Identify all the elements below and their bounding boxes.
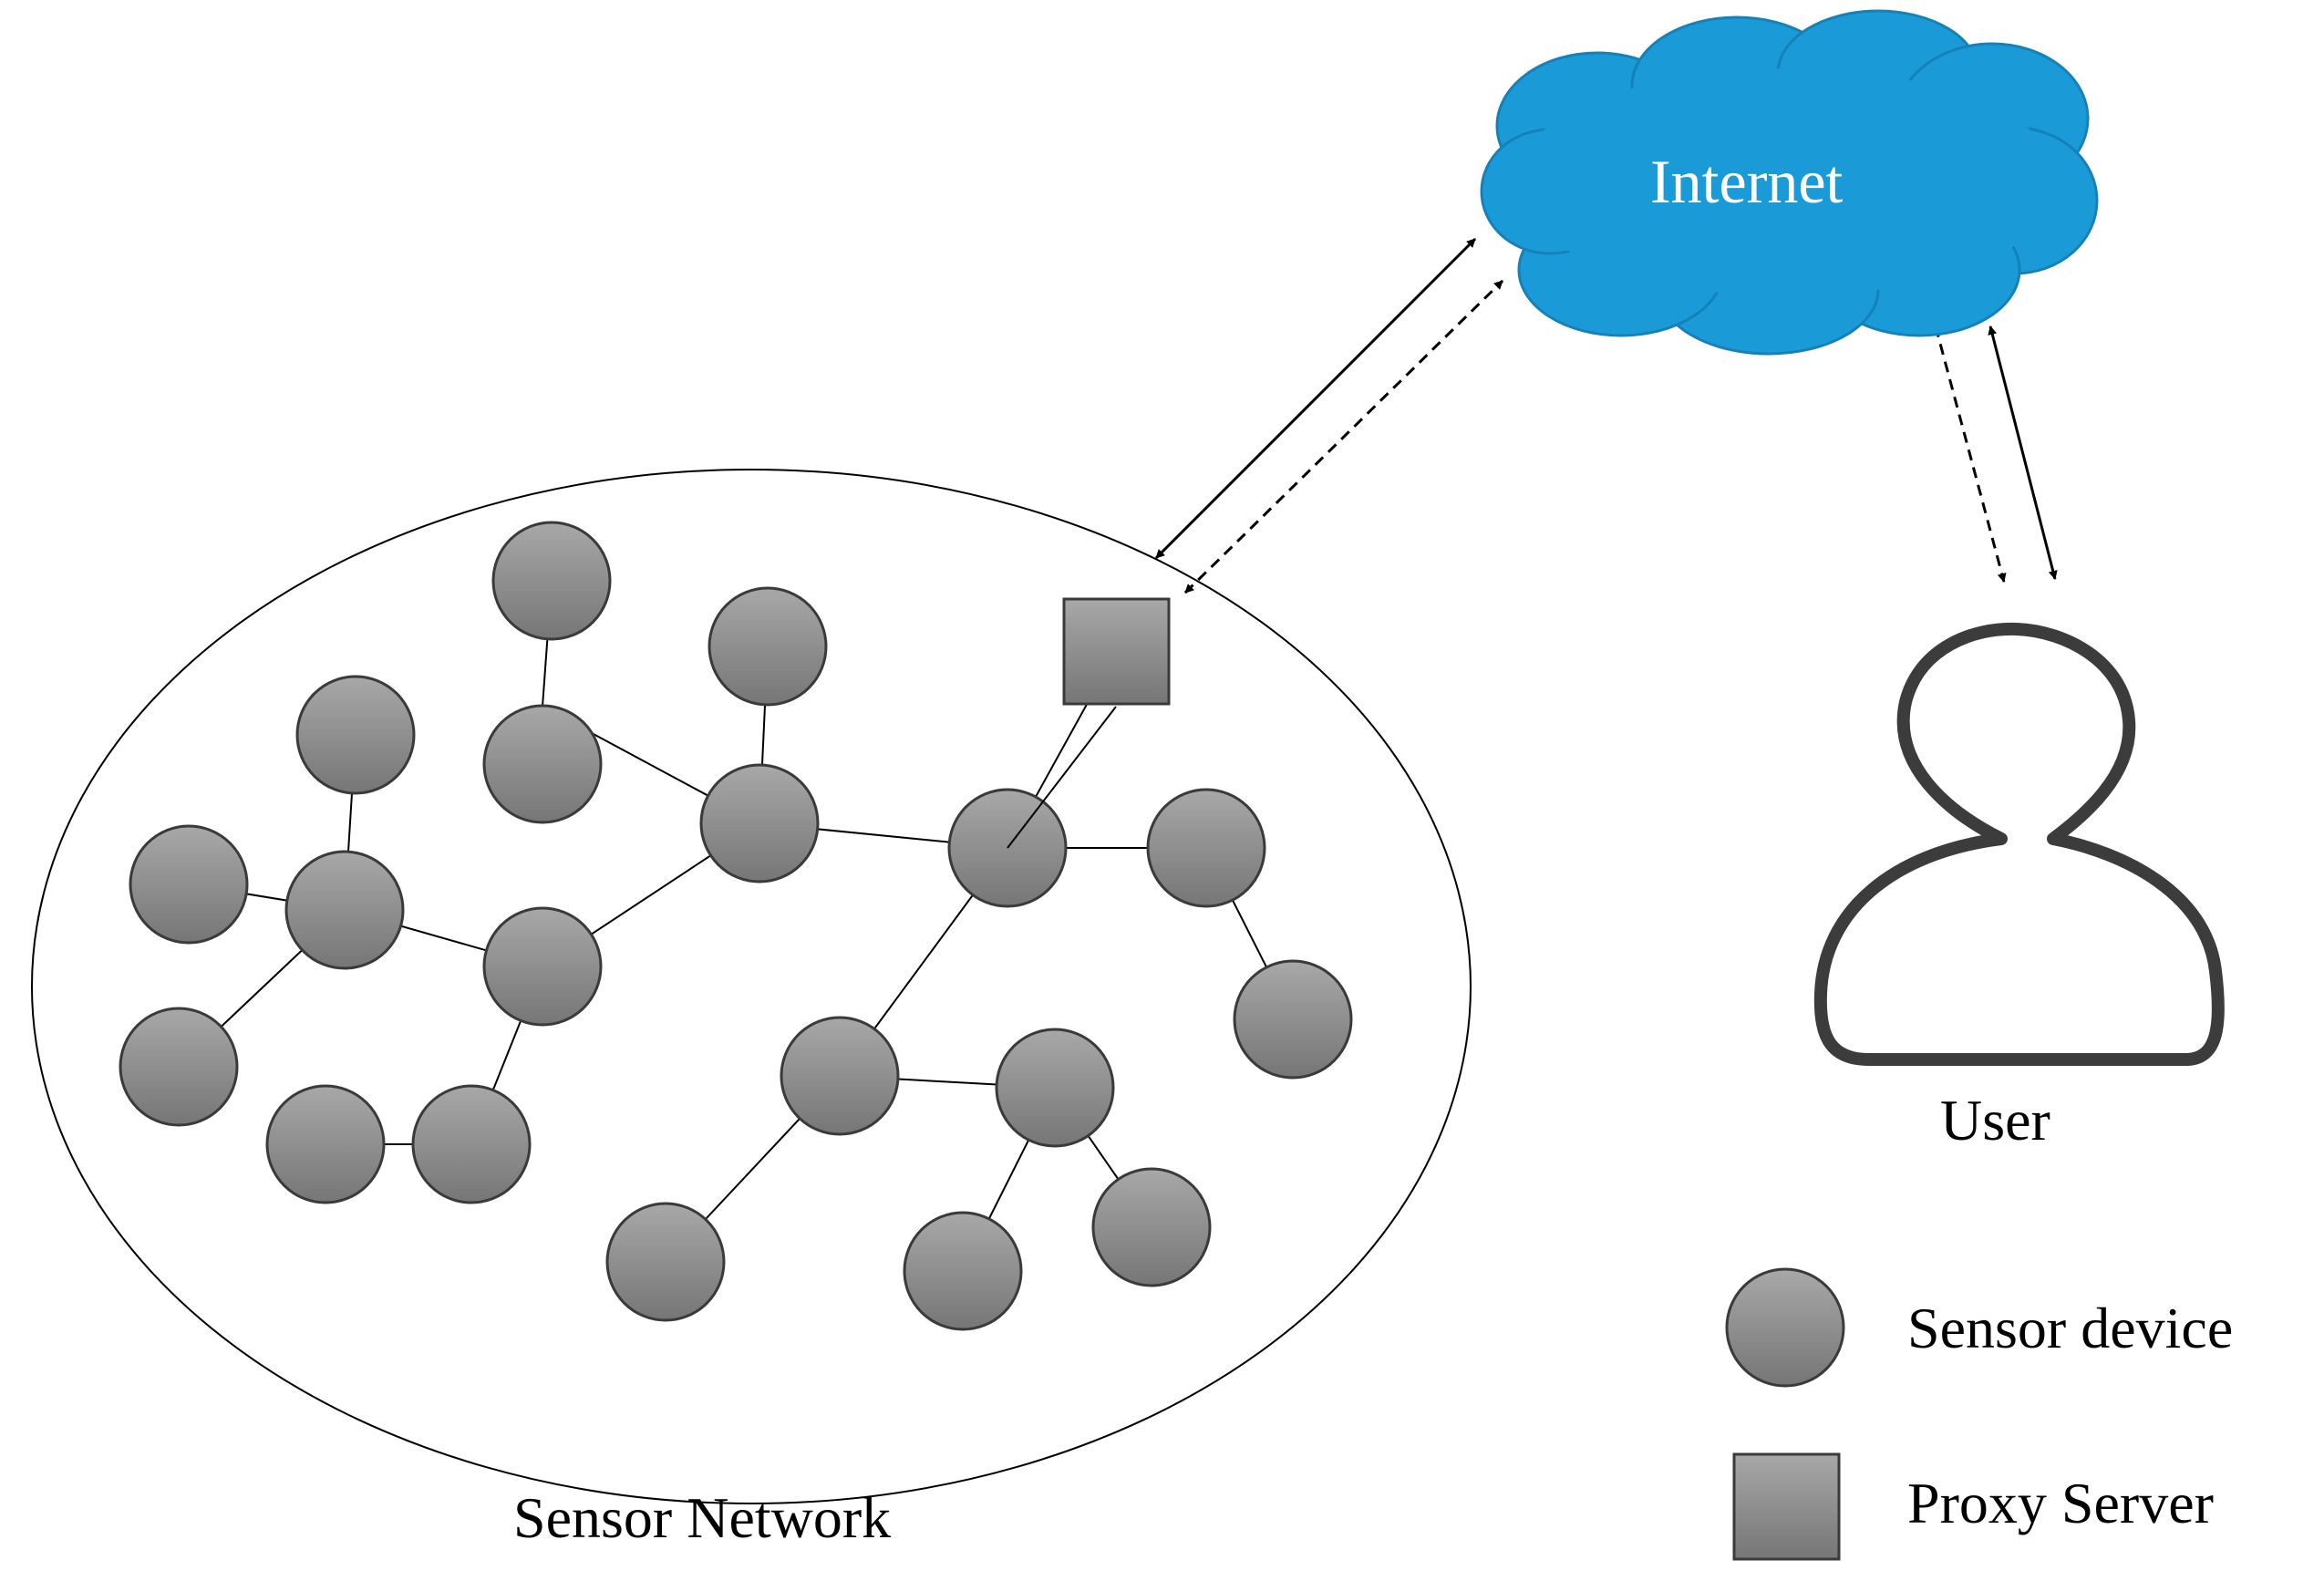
sensor-node [903,1211,1023,1331]
sensor-network-boundary [31,469,1472,1504]
sensor-node [411,1084,532,1204]
legend-proxy-icon [1732,1452,1841,1561]
sensor-node [265,1084,386,1204]
sensor-node [699,763,820,884]
proxy-link [1007,706,1117,849]
proxy-server-node [1062,597,1171,706]
arrow-dashed-proxy-internet [1183,279,1504,594]
sensor-node [1146,788,1266,908]
sensor-node [119,1007,239,1127]
sensor-node [482,906,603,1027]
sensor-node [295,675,416,795]
legend-sensor-label: Sensor device [1907,1296,2234,1360]
arrow-solid-proxy-internet [1154,237,1477,560]
legend-proxy-label: Proxy Server [1907,1471,2214,1535]
sensor-node [1233,959,1353,1080]
sensor-nodes [119,521,1353,1331]
sensor-node [284,850,405,970]
sensor-node [1091,1167,1212,1287]
sensor-node [708,586,828,707]
sensor-node [129,824,249,945]
arrow-solid-internet-user [1988,326,2058,580]
sensor-node [605,1202,726,1322]
sensor-network-label: Sensor Network [513,1485,892,1550]
sensor-node [995,1028,1115,1148]
internet-label: Internet [1650,147,1844,216]
sensor-node [482,704,603,824]
sensor-node [780,1016,900,1136]
arrow-dashed-internet-user [1933,326,2007,583]
legend-sensor-icon [1725,1267,1845,1388]
cloud-icon [1480,9,2099,356]
user-icon [1813,622,2225,1066]
user-label: User [1940,1088,2050,1152]
sensor-node [491,521,612,641]
